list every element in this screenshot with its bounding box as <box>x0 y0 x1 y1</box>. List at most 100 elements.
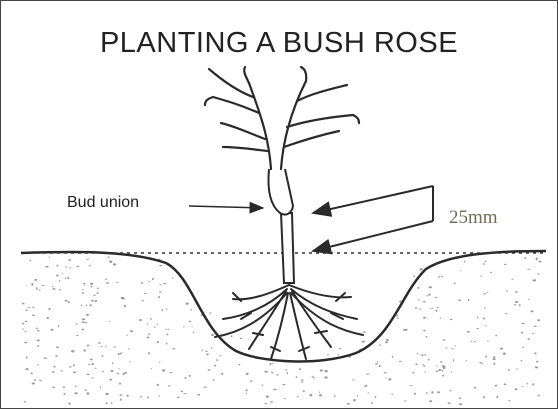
soil-speckle <box>505 313 508 314</box>
soil-speckle <box>442 339 445 340</box>
soil-speckle <box>397 317 399 318</box>
soil-speckle <box>168 385 170 386</box>
soil-speckle <box>166 334 168 335</box>
soil-speckle <box>150 318 152 320</box>
soil-speckle <box>532 333 534 334</box>
soil-speckle <box>26 356 28 358</box>
soil-speckle <box>69 268 72 269</box>
roots <box>215 285 363 359</box>
soil-speckle <box>299 368 302 370</box>
soil-speckle <box>67 277 69 279</box>
soil-speckle <box>52 286 54 287</box>
soil-speckle <box>111 402 113 403</box>
soil-speckle <box>424 371 425 373</box>
soil-speckle <box>428 359 430 361</box>
soil-speckle <box>385 341 388 343</box>
soil-speckle <box>154 326 155 328</box>
soil-speckle <box>528 338 531 340</box>
soil-speckle <box>430 308 433 309</box>
soil-speckle <box>481 363 482 365</box>
soil-speckle <box>240 338 243 339</box>
soil-speckle <box>193 332 194 334</box>
soil-speckle <box>37 339 40 341</box>
soil-speckle <box>47 317 50 319</box>
soil-speckle <box>440 317 441 318</box>
soil-speckle <box>32 383 35 385</box>
soil-speckle <box>375 363 378 364</box>
soil-speckle <box>34 379 36 381</box>
soil-speckle <box>117 373 119 374</box>
soil-speckle <box>422 364 424 365</box>
soil-speckle <box>83 349 86 351</box>
soil-speckle <box>90 359 93 361</box>
soil-speckle <box>86 314 89 316</box>
soil-speckle <box>37 364 39 365</box>
soil-speckle <box>429 400 432 402</box>
soil-speckle <box>418 299 419 300</box>
soil-speckle <box>32 306 34 308</box>
soil-speckle <box>319 392 320 393</box>
soil-speckle <box>214 365 216 367</box>
soil-speckle <box>375 396 377 398</box>
soil-speckle <box>109 261 112 263</box>
soil-speckle <box>415 307 418 309</box>
soil-speckle <box>65 278 67 279</box>
soil-speckle <box>515 291 518 293</box>
soil-speckle <box>417 353 418 354</box>
soil-speckle <box>312 376 314 377</box>
soil-speckle <box>110 379 113 381</box>
soil-speckle <box>88 364 91 365</box>
soil-speckle <box>173 348 175 350</box>
soil-speckle <box>84 322 87 323</box>
soil-speckle <box>49 308 51 310</box>
soil-speckle <box>357 395 358 397</box>
soil-speckle <box>84 389 87 391</box>
soil-speckle <box>474 387 477 389</box>
soil-speckle <box>109 321 111 322</box>
soil-speckle <box>212 379 214 380</box>
soil-speckle <box>504 383 507 385</box>
soil-speckle <box>157 341 159 343</box>
soil-speckle <box>45 266 48 268</box>
soil-speckle <box>140 396 142 398</box>
soil-speckle <box>111 370 114 372</box>
soil-speckle <box>246 393 248 394</box>
soil-speckle <box>506 290 508 292</box>
soil-speckle <box>60 370 63 371</box>
soil-speckle <box>450 390 452 392</box>
soil-speckle <box>533 279 536 281</box>
soil-speckle <box>59 280 60 282</box>
soil-speckle <box>454 283 456 285</box>
soil-speckle <box>537 319 540 321</box>
soil-speckle <box>538 261 541 263</box>
soil-speckle <box>516 368 517 369</box>
soil-speckle <box>157 384 159 386</box>
soil-speckle <box>121 297 124 299</box>
soil-speckle <box>112 362 113 364</box>
soil-speckle <box>56 347 59 349</box>
soil-speckle <box>366 385 368 387</box>
soil-speckle <box>421 354 423 356</box>
soil-speckle <box>534 352 537 354</box>
soil-speckle <box>528 299 529 300</box>
soil-speckle <box>159 284 162 285</box>
soil-speckle <box>186 302 189 304</box>
soil-speckle <box>71 350 74 352</box>
soil-speckle <box>495 385 497 387</box>
soil-speckle <box>531 310 534 312</box>
soil-speckle <box>483 318 485 320</box>
soil-speckle <box>96 292 98 293</box>
soil-speckle <box>368 392 369 393</box>
soil-speckle <box>493 363 495 365</box>
soil-speckle <box>423 330 426 332</box>
soil-speckle <box>438 276 439 278</box>
soil-speckle <box>515 301 518 303</box>
soil-speckle <box>410 385 413 386</box>
soil-speckle <box>536 361 539 362</box>
soil-speckle <box>76 335 79 336</box>
soil-speckle <box>266 395 269 397</box>
bud-union <box>268 169 293 215</box>
soil-speckle <box>363 331 366 332</box>
soil-speckle <box>205 351 208 352</box>
soil-speckle <box>102 355 104 357</box>
